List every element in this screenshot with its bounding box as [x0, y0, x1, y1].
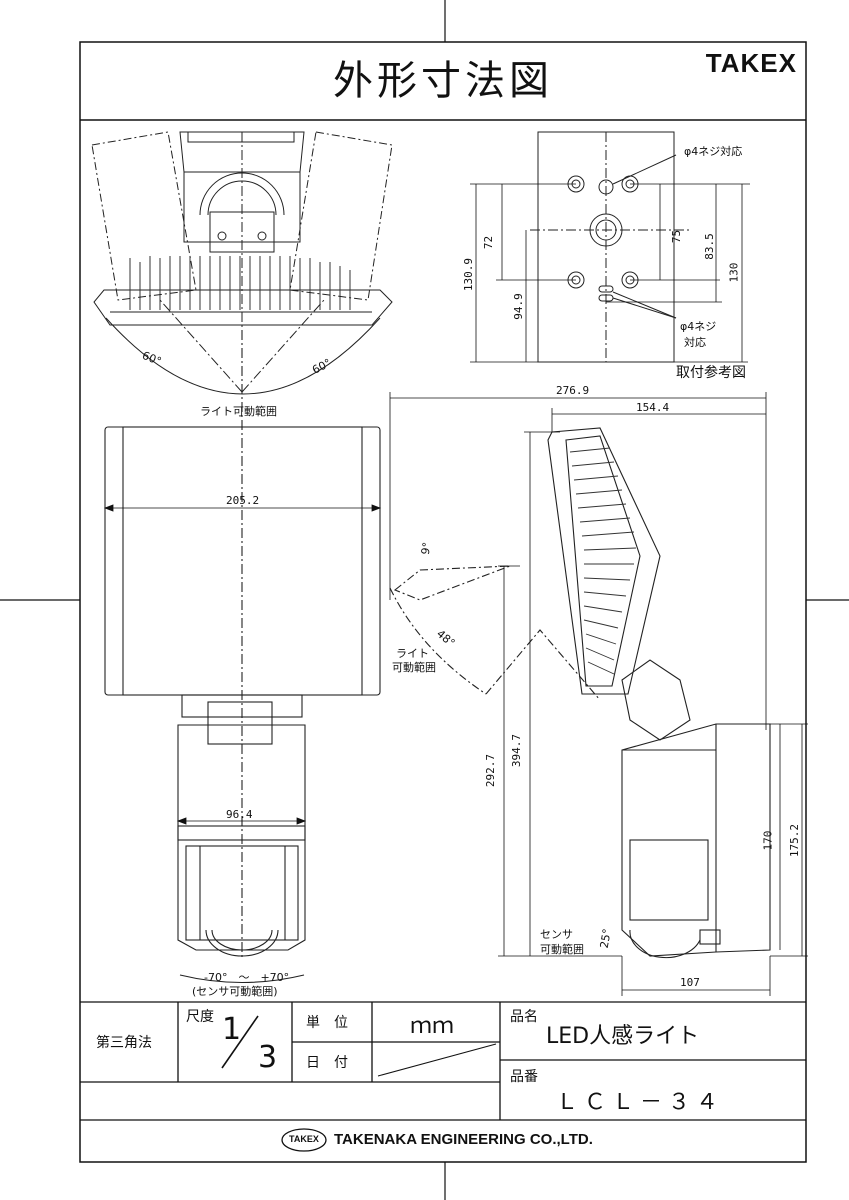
date-label: 日 付: [306, 1055, 348, 1071]
side-view: [389, 427, 771, 959]
dim-130-9: 130.9: [462, 257, 476, 292]
dim-83-5: 83.5: [702, 233, 716, 260]
side-light-range-1: ライト: [396, 647, 429, 660]
height-lower-dim: 292.7: [484, 753, 498, 788]
overall-width-dim: 276.9: [556, 384, 590, 397]
dim-72: 72: [482, 235, 496, 250]
sensor-range-label: (センサ可動範囲): [192, 985, 278, 998]
scale-denominator: 3: [258, 1040, 278, 1075]
head-width-dim: 154.4: [636, 401, 670, 414]
scale-label: 尺度: [186, 1009, 214, 1025]
scale-numerator: 1: [222, 1012, 242, 1047]
page-title: 外形寸法図: [333, 58, 553, 104]
sensor-angles-label: -70° ～ +70°: [204, 971, 290, 984]
sensor-range-side-1: センサ: [540, 928, 573, 941]
body-height-170: 170: [761, 830, 775, 851]
product-name: LED人感ライト: [546, 1024, 700, 1049]
screw-top-label: φ4ネジ対応: [684, 145, 743, 158]
dim-130: 130: [727, 262, 741, 283]
unit-value: ｍｍ: [410, 1014, 455, 1039]
screw-bottom-label-1: φ4ネジ: [680, 320, 717, 333]
height-total-dim: 394.7: [510, 733, 524, 768]
unit-label: 単 位: [306, 1015, 348, 1031]
brand-logo: TAKEX: [705, 48, 797, 78]
depth-dim: 107: [680, 976, 700, 989]
screw-bottom-label-2: 対応: [684, 336, 706, 349]
company-logo: TAKEX: [289, 1134, 319, 1144]
side-light-range-2: 可動範囲: [392, 661, 436, 674]
mounting-diagram: [530, 131, 690, 363]
title-block-lines: [80, 1001, 806, 1152]
product-name-label: 品名: [510, 1009, 538, 1025]
dim-75: 75: [670, 229, 684, 244]
front-top-view: [91, 131, 393, 395]
light-range-label: ライト可動範囲: [200, 405, 277, 418]
body-height-175: 175.2: [788, 823, 802, 858]
sensor-width-dim: 96.4: [226, 808, 253, 821]
sensor-range-side-2: 可動範囲: [540, 943, 584, 956]
tilt-small-label: 9°: [418, 541, 434, 556]
product-number: ＬＣＬ－３４: [556, 1090, 725, 1115]
dim-94-9: 94.9: [511, 293, 525, 320]
product-no-label: 品番: [510, 1069, 538, 1085]
projection-method: 第三角法: [96, 1035, 152, 1051]
mounting-caption: 取付参考図: [676, 365, 746, 381]
company-name: TAKENAKA ENGINEERING CO.,LTD.: [334, 1131, 593, 1148]
front-main-view: [104, 330, 381, 984]
front-width-dim: 205.2: [226, 494, 260, 507]
